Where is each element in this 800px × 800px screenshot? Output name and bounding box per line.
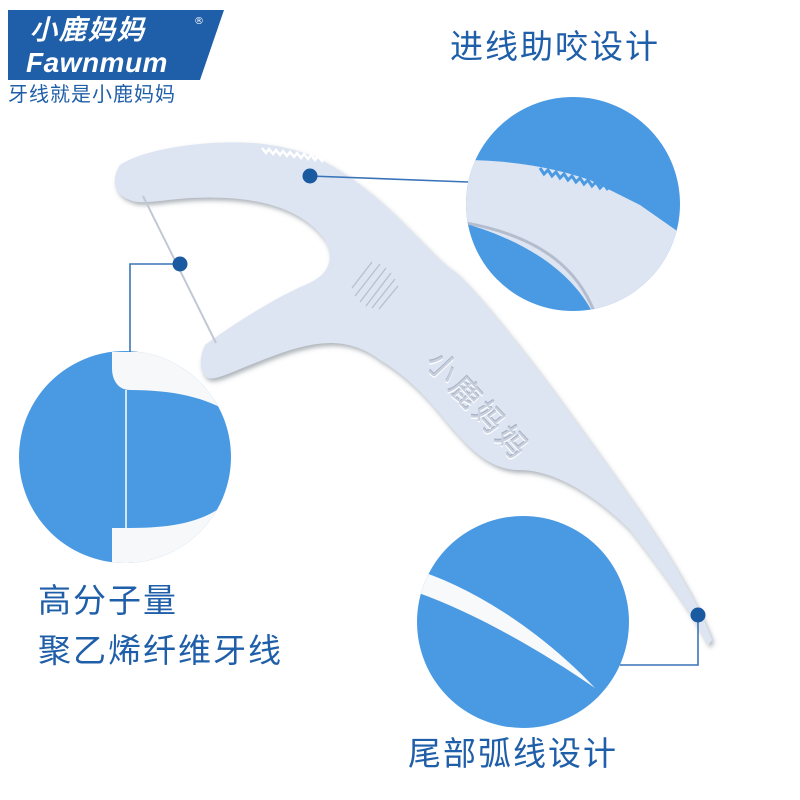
feature-label-serrated-design: 进线助咬设计 [450, 27, 660, 66]
brand-logo: 小鹿妈妈 ® Fawnmum [8, 10, 224, 80]
connector-lines [129, 175, 699, 666]
floss-string-zoom-circle [19, 351, 231, 563]
registered-mark: ® [194, 16, 204, 27]
serrated-edge [261, 146, 326, 164]
grip-texture [351, 261, 399, 310]
logo-english-name: Fawnmum [26, 47, 168, 78]
feature-label-curved-tail: 尾部弧线设计 [408, 734, 618, 773]
serrated-edge-zoom-circle [466, 97, 680, 311]
logo-chinese-name: 小鹿妈妈 [30, 15, 146, 46]
marker-dot-floss [172, 256, 188, 272]
brand-tagline: 牙线就是小鹿妈妈 [8, 82, 176, 106]
flosser-body [114, 142, 712, 645]
feature-label-polyethylene-line2: 聚乙烯纤维牙线 [38, 631, 283, 670]
marker-dot-tail [690, 607, 706, 623]
feature-label-polyethylene-line1: 高分子量 [38, 581, 178, 620]
curved-tail-zoom-circle [417, 516, 629, 728]
logo-background [8, 10, 224, 80]
marker-dot-serration [302, 168, 318, 184]
